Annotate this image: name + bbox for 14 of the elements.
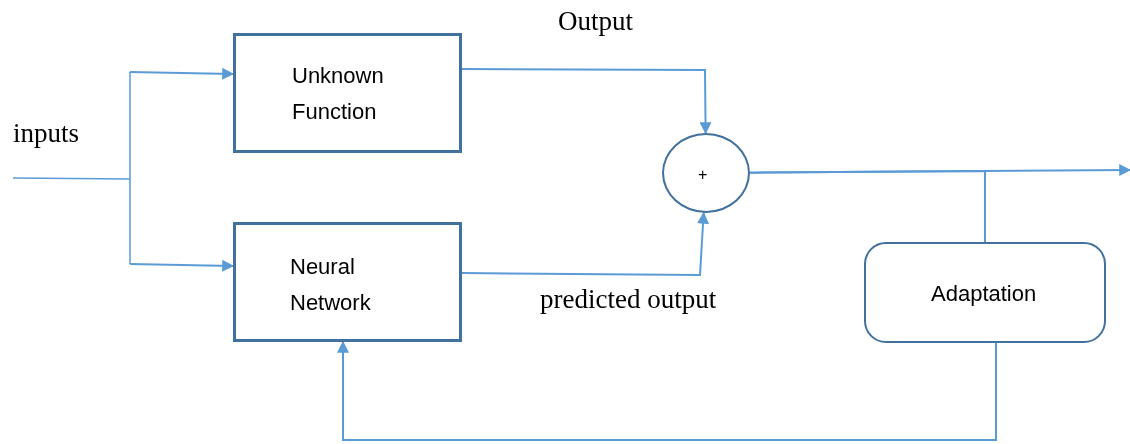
node-label: + [698, 165, 709, 185]
arrow [337, 340, 997, 441]
connector-line [12, 71, 131, 265]
node-label: Adaptation [931, 280, 1038, 308]
process-box [864, 242, 1106, 343]
node-label: Unknown Function [292, 62, 385, 126]
arrow [461, 211, 709, 276]
arrow [461, 68, 712, 135]
process-box [233, 222, 462, 342]
arrow [129, 67, 235, 80]
node-label: Neural Network [290, 253, 372, 317]
process-box [233, 33, 462, 153]
arrow [129, 259, 235, 272]
summing-junction [662, 133, 750, 213]
